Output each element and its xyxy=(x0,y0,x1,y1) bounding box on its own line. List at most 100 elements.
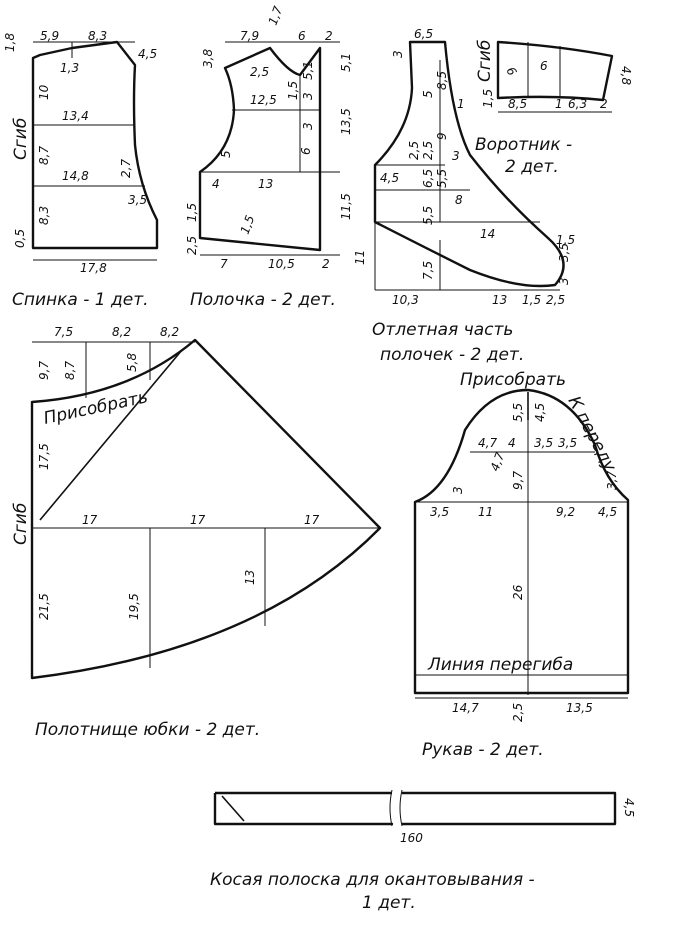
skirt-dim-waist-drop-a: 9,7 xyxy=(37,361,51,380)
facing-caption-line1: Отлетная часть xyxy=(372,320,513,340)
collar-dim-bottom-gap: 1 xyxy=(555,97,563,111)
back-dim-width-chest: 13,4 xyxy=(62,109,89,123)
facing-dim-lapel-length: 9 xyxy=(435,132,449,140)
front-dim-neck: 6 xyxy=(298,29,306,43)
skirt-dim-hem-b: 19,5 xyxy=(127,593,141,620)
skirt-dim-waist-drop-b: 8,7 xyxy=(63,361,77,380)
front-dim-armhole-side: 5 xyxy=(219,150,233,158)
sleeve-dim-cap-height: 9,7 xyxy=(511,471,525,490)
collar-dim-b: 6 xyxy=(540,59,548,73)
sleeve-dim-hem-left: 14,7 xyxy=(452,701,479,715)
skirt-dim-width-b: 17 xyxy=(190,513,206,527)
front-dim-side-b: 2,5 xyxy=(185,236,199,255)
collar-piece: 6 6 1,5 4,8 8,5 1 6,3 2 Сгиб xyxy=(475,40,633,113)
bias-strip-width: 4,5 xyxy=(622,798,636,817)
back-dim-armhole-side: 2,7 xyxy=(119,159,133,178)
skirt-outline xyxy=(30,338,382,680)
facing-dim-tip-a: 1,5 xyxy=(556,233,575,247)
sleeve-gather-label: Присобрать xyxy=(460,370,566,390)
front-dim-lower-length: 11,5 xyxy=(339,193,353,220)
sleeve-dim-width-b: 11 xyxy=(478,505,493,519)
skirt-fold-label: Сгиб xyxy=(11,503,31,545)
back-dim-neck-depth: 1,3 xyxy=(60,61,79,75)
skirt-dim-hem-a: 21,5 xyxy=(37,593,51,620)
skirt-dim-top-c: 8,2 xyxy=(160,325,179,339)
facing-caption-line2: полочек - 2 дет. xyxy=(380,345,524,365)
back-dim-width-waist: 14,8 xyxy=(62,169,89,183)
facing-dim-mid-b: 5,5 xyxy=(435,169,449,188)
front-dim-waist-width: 13 xyxy=(258,177,273,191)
front-piece: 3,8 7,9 1,7 6 2 2,5 5,1 5,1 12,5 1,5 3 1… xyxy=(185,4,353,271)
facing-dim-top: 6,5 xyxy=(414,27,433,41)
sleeve-dim-cap-a: 5,5 xyxy=(511,403,525,422)
skirt-dim-top-a: 7,5 xyxy=(54,325,73,339)
strip-caption-line1: Косая полоска для окантовывания - xyxy=(210,870,535,890)
back-piece: 1,8 5,9 8,3 4,5 1,3 10 13,4 8,7 14,8 2,7… xyxy=(3,29,159,275)
collar-dim-bottom-left: 8,5 xyxy=(508,97,527,111)
back-dim-side-offset: 3,5 xyxy=(128,193,147,207)
front-dim-dart-d: 1,5 xyxy=(238,213,258,236)
facing-dim-hem-tip: 1,5 xyxy=(522,293,541,307)
back-dim-hem-width: 17,8 xyxy=(80,261,107,275)
facing-dim-mid-a: 6,5 xyxy=(421,169,435,188)
front-dim-hem-right: 10,5 xyxy=(268,257,295,271)
sleeve-dim-hem-mid: 2,5 xyxy=(511,703,525,722)
skirt-dim-hem-c: 13 xyxy=(243,570,257,585)
sleeve-outline xyxy=(413,388,630,695)
front-dim-dart-c: 3 xyxy=(301,122,315,130)
facing-dim-top-rise: 3 xyxy=(391,50,405,58)
collar-dim-end-height: 4,8 xyxy=(619,66,633,85)
skirt-dim-waist-drop-c: 5,8 xyxy=(125,353,139,372)
back-dim-armhole-top: 4,5 xyxy=(138,47,157,61)
front-caption: Полочка - 2 дет. xyxy=(190,290,336,310)
front-dim-dart-length: 6 xyxy=(299,147,313,155)
sleeve-forward-label: К переду xyxy=(564,393,621,476)
front-dim-neck-depth-outer: 5,1 xyxy=(339,53,353,72)
skirt-gather-label: Присобрать xyxy=(42,387,150,429)
back-dim-neck: 5,9 xyxy=(40,29,59,43)
bias-strip-length: 160 xyxy=(400,831,423,845)
back-caption: Спинка - 1 дет. xyxy=(12,290,149,310)
facing-dim-left-b: 2,5 xyxy=(421,141,435,160)
facing-dim-neck-c: 1 xyxy=(457,97,465,111)
front-dim-neck-depth: 5,1 xyxy=(301,61,315,80)
collar-outline xyxy=(496,40,614,102)
facing-dim-neck-b: 8,5 xyxy=(435,71,449,90)
collar-dim-a: 6 xyxy=(503,65,519,79)
facing-dim-hem-left: 10,3 xyxy=(392,293,419,307)
sleeve-dim-underarm-left: 3 xyxy=(451,486,465,494)
front-dim-side-offset: 4 xyxy=(212,177,220,191)
sleeve-dim-cap-right-a: 3,5 xyxy=(534,436,553,450)
back-dim-shoulder: 8,3 xyxy=(88,29,107,43)
front-dim-collar-ext: 2 xyxy=(325,29,333,43)
facing-dim-left-length: 11 xyxy=(353,250,367,265)
front-dim-hem-ext: 2 xyxy=(322,257,330,271)
facing-dim-neck-a: 5 xyxy=(421,90,435,98)
skirt-dim-top-b: 8,2 xyxy=(112,325,131,339)
sleeve-dim-underarm-right: 3,7 xyxy=(605,471,619,490)
collar-caption-line2: 2 дет. xyxy=(505,157,559,177)
front-dim-chest-width: 12,5 xyxy=(250,93,277,107)
facing-dim-mid-width: 8 xyxy=(455,193,463,207)
facing-dim-right-c: 3 xyxy=(452,149,460,163)
back-dim-armhole-depth: 10 xyxy=(37,84,51,100)
front-outline xyxy=(198,46,322,252)
facing-dim-hem-end: 2,5 xyxy=(546,293,565,307)
facing-dim-tip-c: 3,5 xyxy=(557,243,571,262)
back-dim-hem-rise: 0,5 xyxy=(13,229,27,248)
skirt-caption: Полотнище юбки - 2 дет. xyxy=(35,720,260,740)
sleeve-dim-cap-b: 4,5 xyxy=(533,403,547,422)
bias-strip-outline xyxy=(213,791,617,826)
sleeve-dim-length: 26 xyxy=(511,584,525,600)
sleeve-dim-hem-right: 13,5 xyxy=(566,701,593,715)
collar-dim-bottom-end: 2 xyxy=(600,97,608,111)
front-dim-dart-b: 3 xyxy=(301,92,315,100)
facing-dim-hem-right: 13 xyxy=(492,293,507,307)
front-dim-shoulder-drop: 1,7 xyxy=(266,4,286,27)
front-dim-shoulder-slope: 2,5 xyxy=(250,65,269,79)
facing-dim-bottom-length: 7,5 xyxy=(421,261,435,280)
front-dim-dart-a: 1,5 xyxy=(286,81,300,100)
facing-piece: 6,5 3 5 8,5 1 9 2,5 2,5 3 4,5 6,5 5,5 8 … xyxy=(353,27,575,307)
sleeve-caption: Рукав - 2 дет. xyxy=(422,740,544,760)
